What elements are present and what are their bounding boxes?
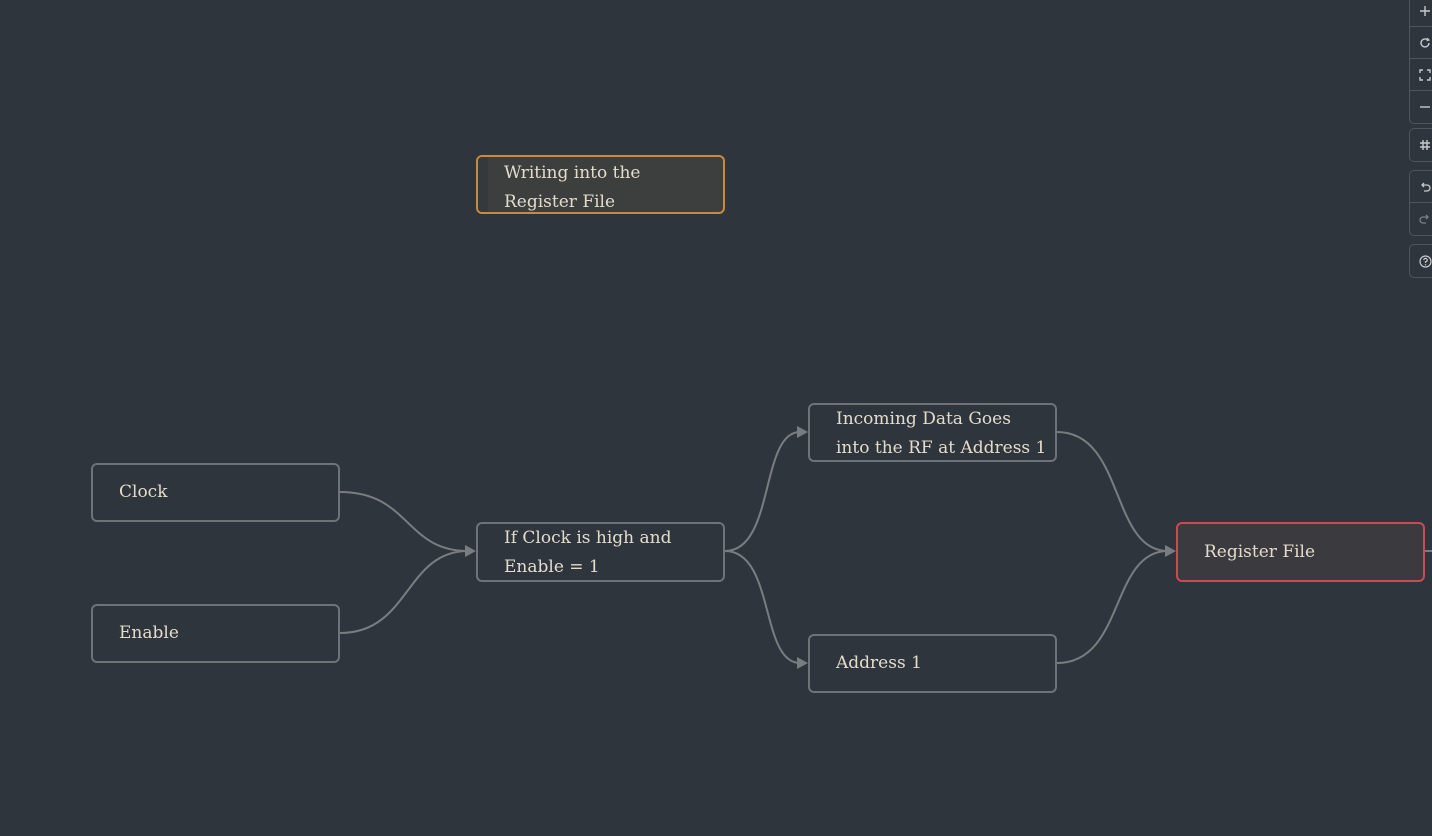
undo-button[interactable] [1410, 171, 1432, 203]
edge-condition-to-incoming [724, 431, 801, 552]
node-address[interactable]: Address 1 [808, 634, 1057, 693]
undo-icon [1421, 182, 1431, 192]
edge-incoming-to-register [1056, 431, 1169, 552]
node-label: Address 1 [836, 653, 922, 673]
zoom-out-button[interactable] [1410, 91, 1432, 123]
node-label: Incoming Data Goes into the RF at Addres… [836, 409, 1047, 458]
edge-clock-to-condition [339, 491, 469, 552]
arrowhead-incoming [797, 426, 808, 438]
help-controls [1409, 244, 1432, 278]
toggle-grid-button[interactable] [1410, 129, 1432, 161]
node-clock[interactable]: Clock [91, 463, 340, 522]
minus-icon [1420, 106, 1430, 108]
node-label: If Clock is high and Enable = 1 [504, 528, 672, 577]
node-label: Enable [119, 623, 179, 643]
fit-icon [1419, 68, 1431, 81]
zoom-to-fit-button[interactable] [1410, 59, 1432, 91]
plus-icon [1420, 5, 1430, 16]
redo-icon [1419, 214, 1429, 224]
group-node-writing[interactable]: Writing into the Register File [476, 155, 725, 214]
arrowhead-address [797, 657, 808, 669]
edge-condition-to-address [724, 550, 801, 664]
redo-button[interactable] [1410, 203, 1432, 235]
grid-icon [1420, 140, 1430, 150]
canvas-controls [1409, 0, 1432, 284]
node-enable[interactable]: Enable [91, 604, 340, 663]
arrowhead-clock [465, 545, 476, 557]
node-label: Writing into the Register File [504, 163, 641, 212]
grid-controls [1409, 128, 1432, 162]
node-label: Clock [119, 482, 168, 502]
reset-zoom-button[interactable] [1410, 27, 1432, 59]
help-button[interactable] [1410, 245, 1432, 277]
edge-address-to-register [1056, 550, 1169, 664]
zoom-controls [1409, 0, 1432, 124]
history-controls [1409, 170, 1432, 236]
node-register-file[interactable]: Register File [1176, 522, 1425, 582]
node-label: Register File [1204, 541, 1316, 562]
node-incoming-data[interactable]: Incoming Data Goes into the RF at Addres… [808, 403, 1057, 462]
help-icon [1419, 254, 1432, 268]
edge-enable-to-condition [339, 550, 469, 634]
node-condition[interactable]: If Clock is high and Enable = 1 [476, 522, 725, 582]
arrowhead-register [1165, 545, 1176, 557]
zoom-in-button[interactable] [1410, 0, 1432, 27]
reset-icon [1420, 37, 1431, 48]
